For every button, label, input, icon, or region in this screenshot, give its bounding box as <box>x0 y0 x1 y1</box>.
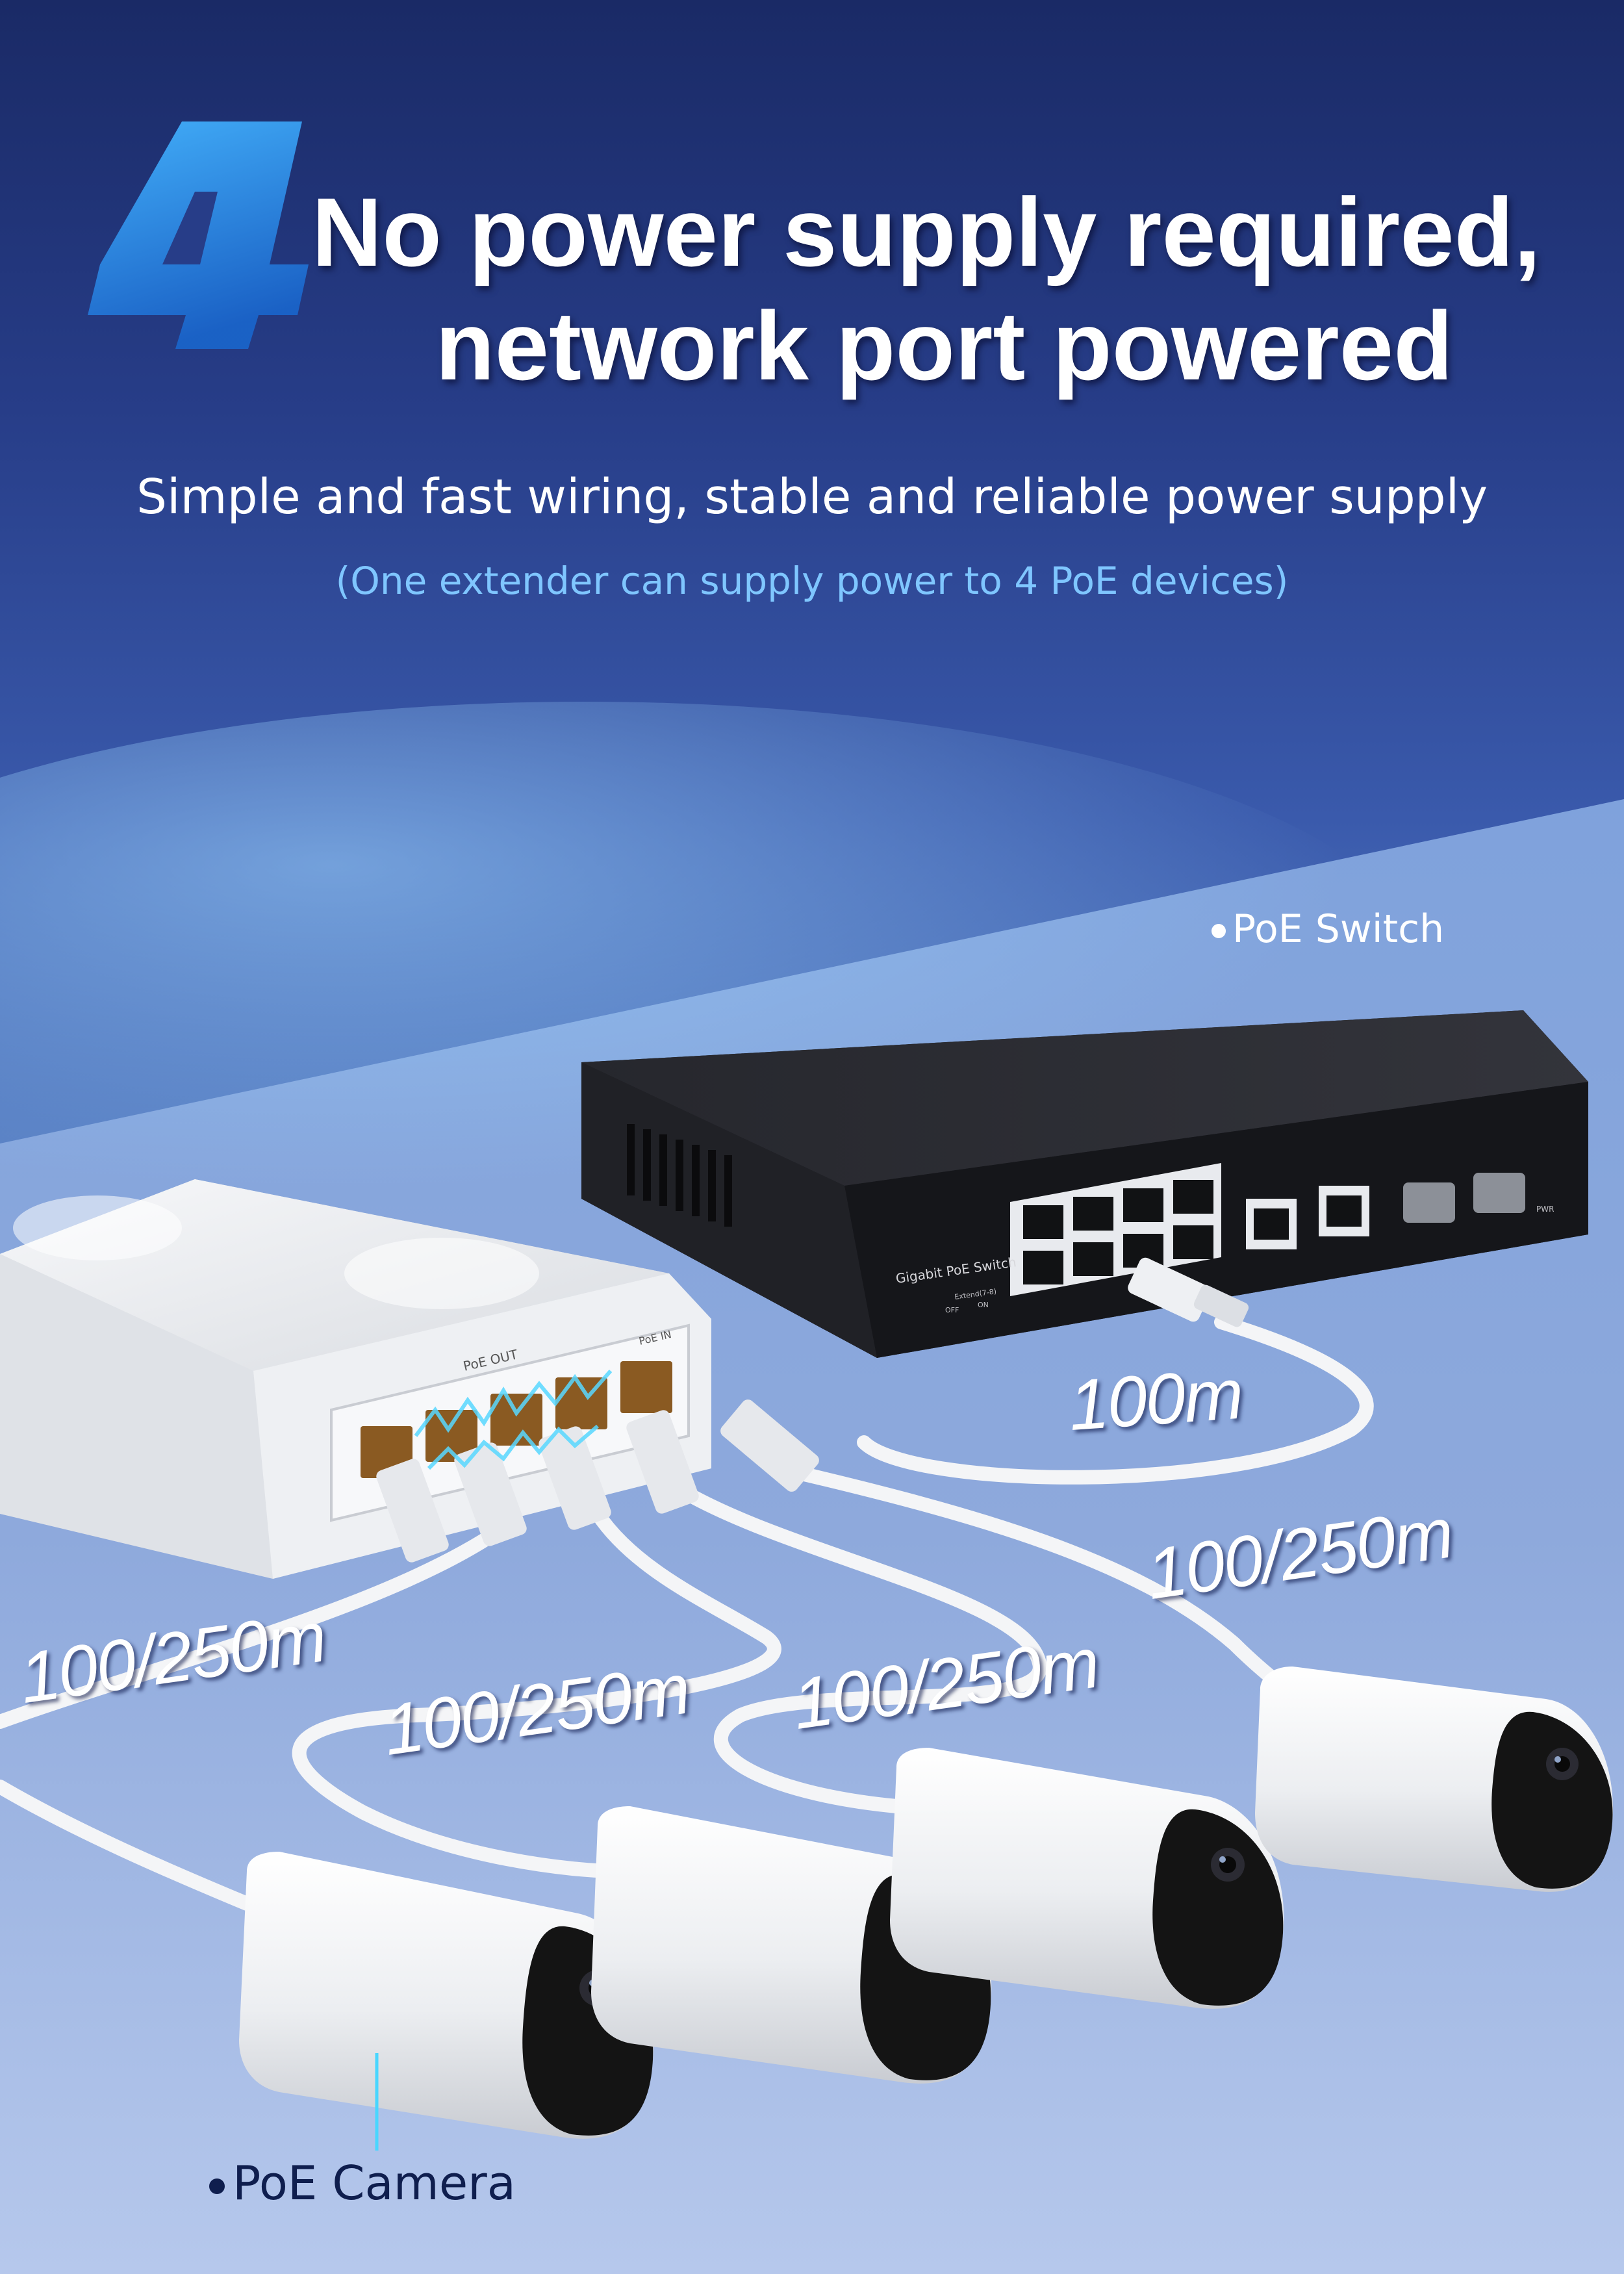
subheading: Simple and fast wiring, stable and relia… <box>136 469 1488 525</box>
ethernet-ports-1-8 <box>1023 1180 1213 1284</box>
ethernet-ports-9-10 <box>1246 1186 1369 1249</box>
cable-to-camera-3 <box>681 1487 1047 1813</box>
poe-switch-label-text: PoE Switch <box>1232 906 1445 952</box>
headline: No power supply required, network port p… <box>312 175 1585 403</box>
cable-to-camera-4 <box>772 1461 1293 1696</box>
headline-line-1: No power supply required, <box>312 177 1541 287</box>
headline-line-2: network port powered <box>435 291 1453 400</box>
distance-label-switch-link: 100m <box>1066 1353 1245 1446</box>
poe-switch: Gigabit PoE Switch Extend(7-8) OFF ON PW… <box>581 1010 1588 1358</box>
switch-off-label: OFF <box>945 1306 959 1314</box>
poe-camera-3 <box>890 1748 1284 2009</box>
switch-on-label: ON <box>978 1301 989 1309</box>
poe-camera-label-text: PoE Camera <box>233 2156 516 2210</box>
number-four-graphic: 4 <box>88 121 309 349</box>
poe-switch-label: PoE Switch <box>1212 906 1444 952</box>
poe-camera-label: PoE Camera <box>209 2156 516 2210</box>
vent-slots <box>627 1124 732 1227</box>
bullet-dot <box>209 2178 225 2195</box>
poe-camera-1 <box>239 1852 654 2151</box>
poe-extender: PoE OUT PoE IN <box>0 1179 819 1579</box>
cable-to-camera-2 <box>292 1507 781 1878</box>
bullet-dot <box>1212 924 1226 939</box>
switch-pwr-label: PWR <box>1536 1205 1554 1214</box>
extender-plugs <box>376 1399 819 1563</box>
cable-to-camera-1 <box>0 1513 520 1729</box>
sfp-ports <box>1403 1173 1525 1223</box>
poe-camera-4 <box>1255 1667 1613 1892</box>
cable-to-camera-1b <box>0 1780 254 1911</box>
cable-switch-to-extender <box>857 1315 1374 1485</box>
capacity-note: (One extender can supply power to 4 PoE … <box>335 559 1289 603</box>
cables <box>0 1315 1374 1911</box>
energy-sparks <box>414 1370 613 1470</box>
switch-cable-plug <box>1128 1257 1249 1327</box>
